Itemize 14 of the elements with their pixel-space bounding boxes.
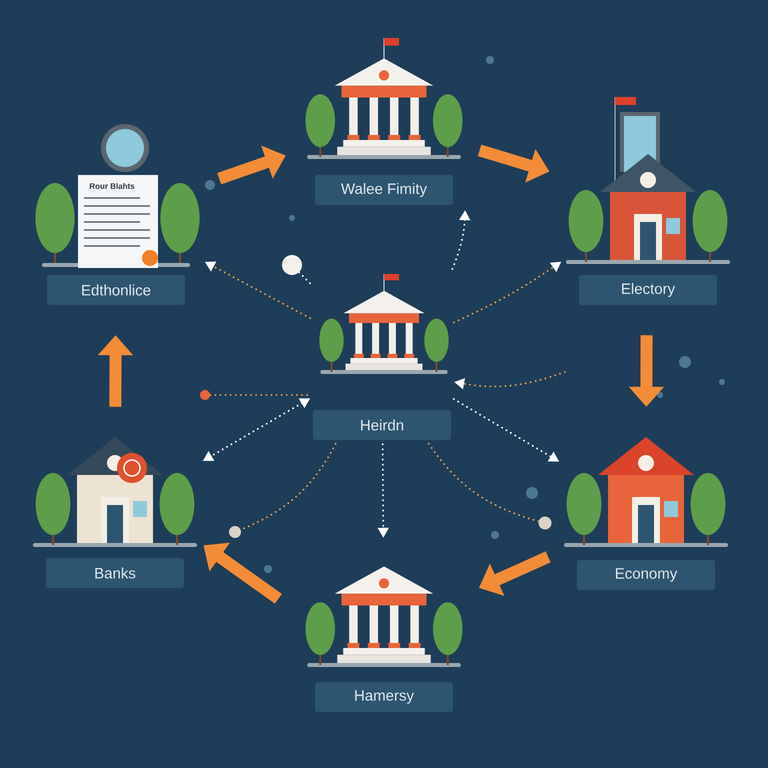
- label-box: Banks: [46, 558, 184, 588]
- dot: [200, 390, 210, 400]
- dotted-line: [428, 442, 540, 522]
- label-box: Electory: [579, 275, 717, 305]
- label-box: Edthonlice: [47, 275, 185, 305]
- label-box: Economy: [577, 560, 715, 590]
- label-box: Hamersy: [315, 682, 453, 712]
- dot: [538, 516, 552, 530]
- label-box: Walee Fimity: [315, 175, 453, 205]
- dotted-line: [298, 271, 312, 285]
- dotted-line: [209, 394, 311, 396]
- label-box: Heirdn: [313, 410, 451, 440]
- dot: [282, 255, 302, 275]
- dot: [229, 526, 241, 538]
